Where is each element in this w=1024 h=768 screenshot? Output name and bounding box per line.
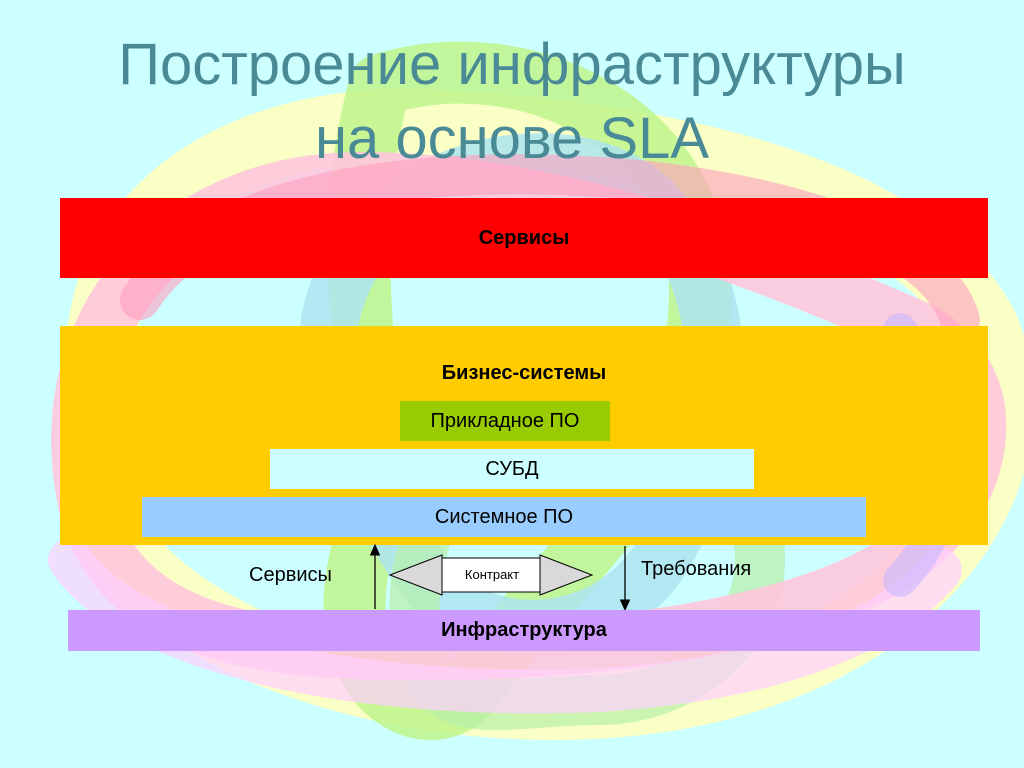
dbms-box: СУБД: [270, 449, 754, 489]
services-layer-label: Сервисы: [478, 226, 570, 249]
system-software-label: Системное ПО: [434, 505, 574, 528]
system-software-box: Системное ПО: [142, 497, 866, 537]
contract-label: Контракт: [464, 566, 520, 582]
title-line-2: на основе SLA: [314, 106, 710, 171]
infrastructure-layer: Инфраструктура: [68, 610, 980, 651]
application-software-label: Прикладное ПО: [430, 409, 580, 432]
services-flow-label: Сервисы: [249, 564, 332, 586]
title-line-1: Построение инфраструктуры: [118, 32, 906, 97]
requirements-flow-label: Требования: [641, 558, 752, 580]
business-systems-label: Бизнес-системы: [441, 362, 607, 384]
services-layer: Сервисы: [60, 198, 988, 278]
slide-title: Построение инфраструктуры на основе SLA: [0, 28, 1024, 176]
business-systems-layer: Бизнес-системы Прикладное ПО СУБД Систем…: [60, 326, 988, 545]
infrastructure-label: Инфраструктура: [441, 619, 607, 641]
dbms-label: СУБД: [485, 457, 539, 480]
contract-double-arrow: [388, 554, 594, 596]
application-software-box: Прикладное ПО: [400, 401, 610, 441]
